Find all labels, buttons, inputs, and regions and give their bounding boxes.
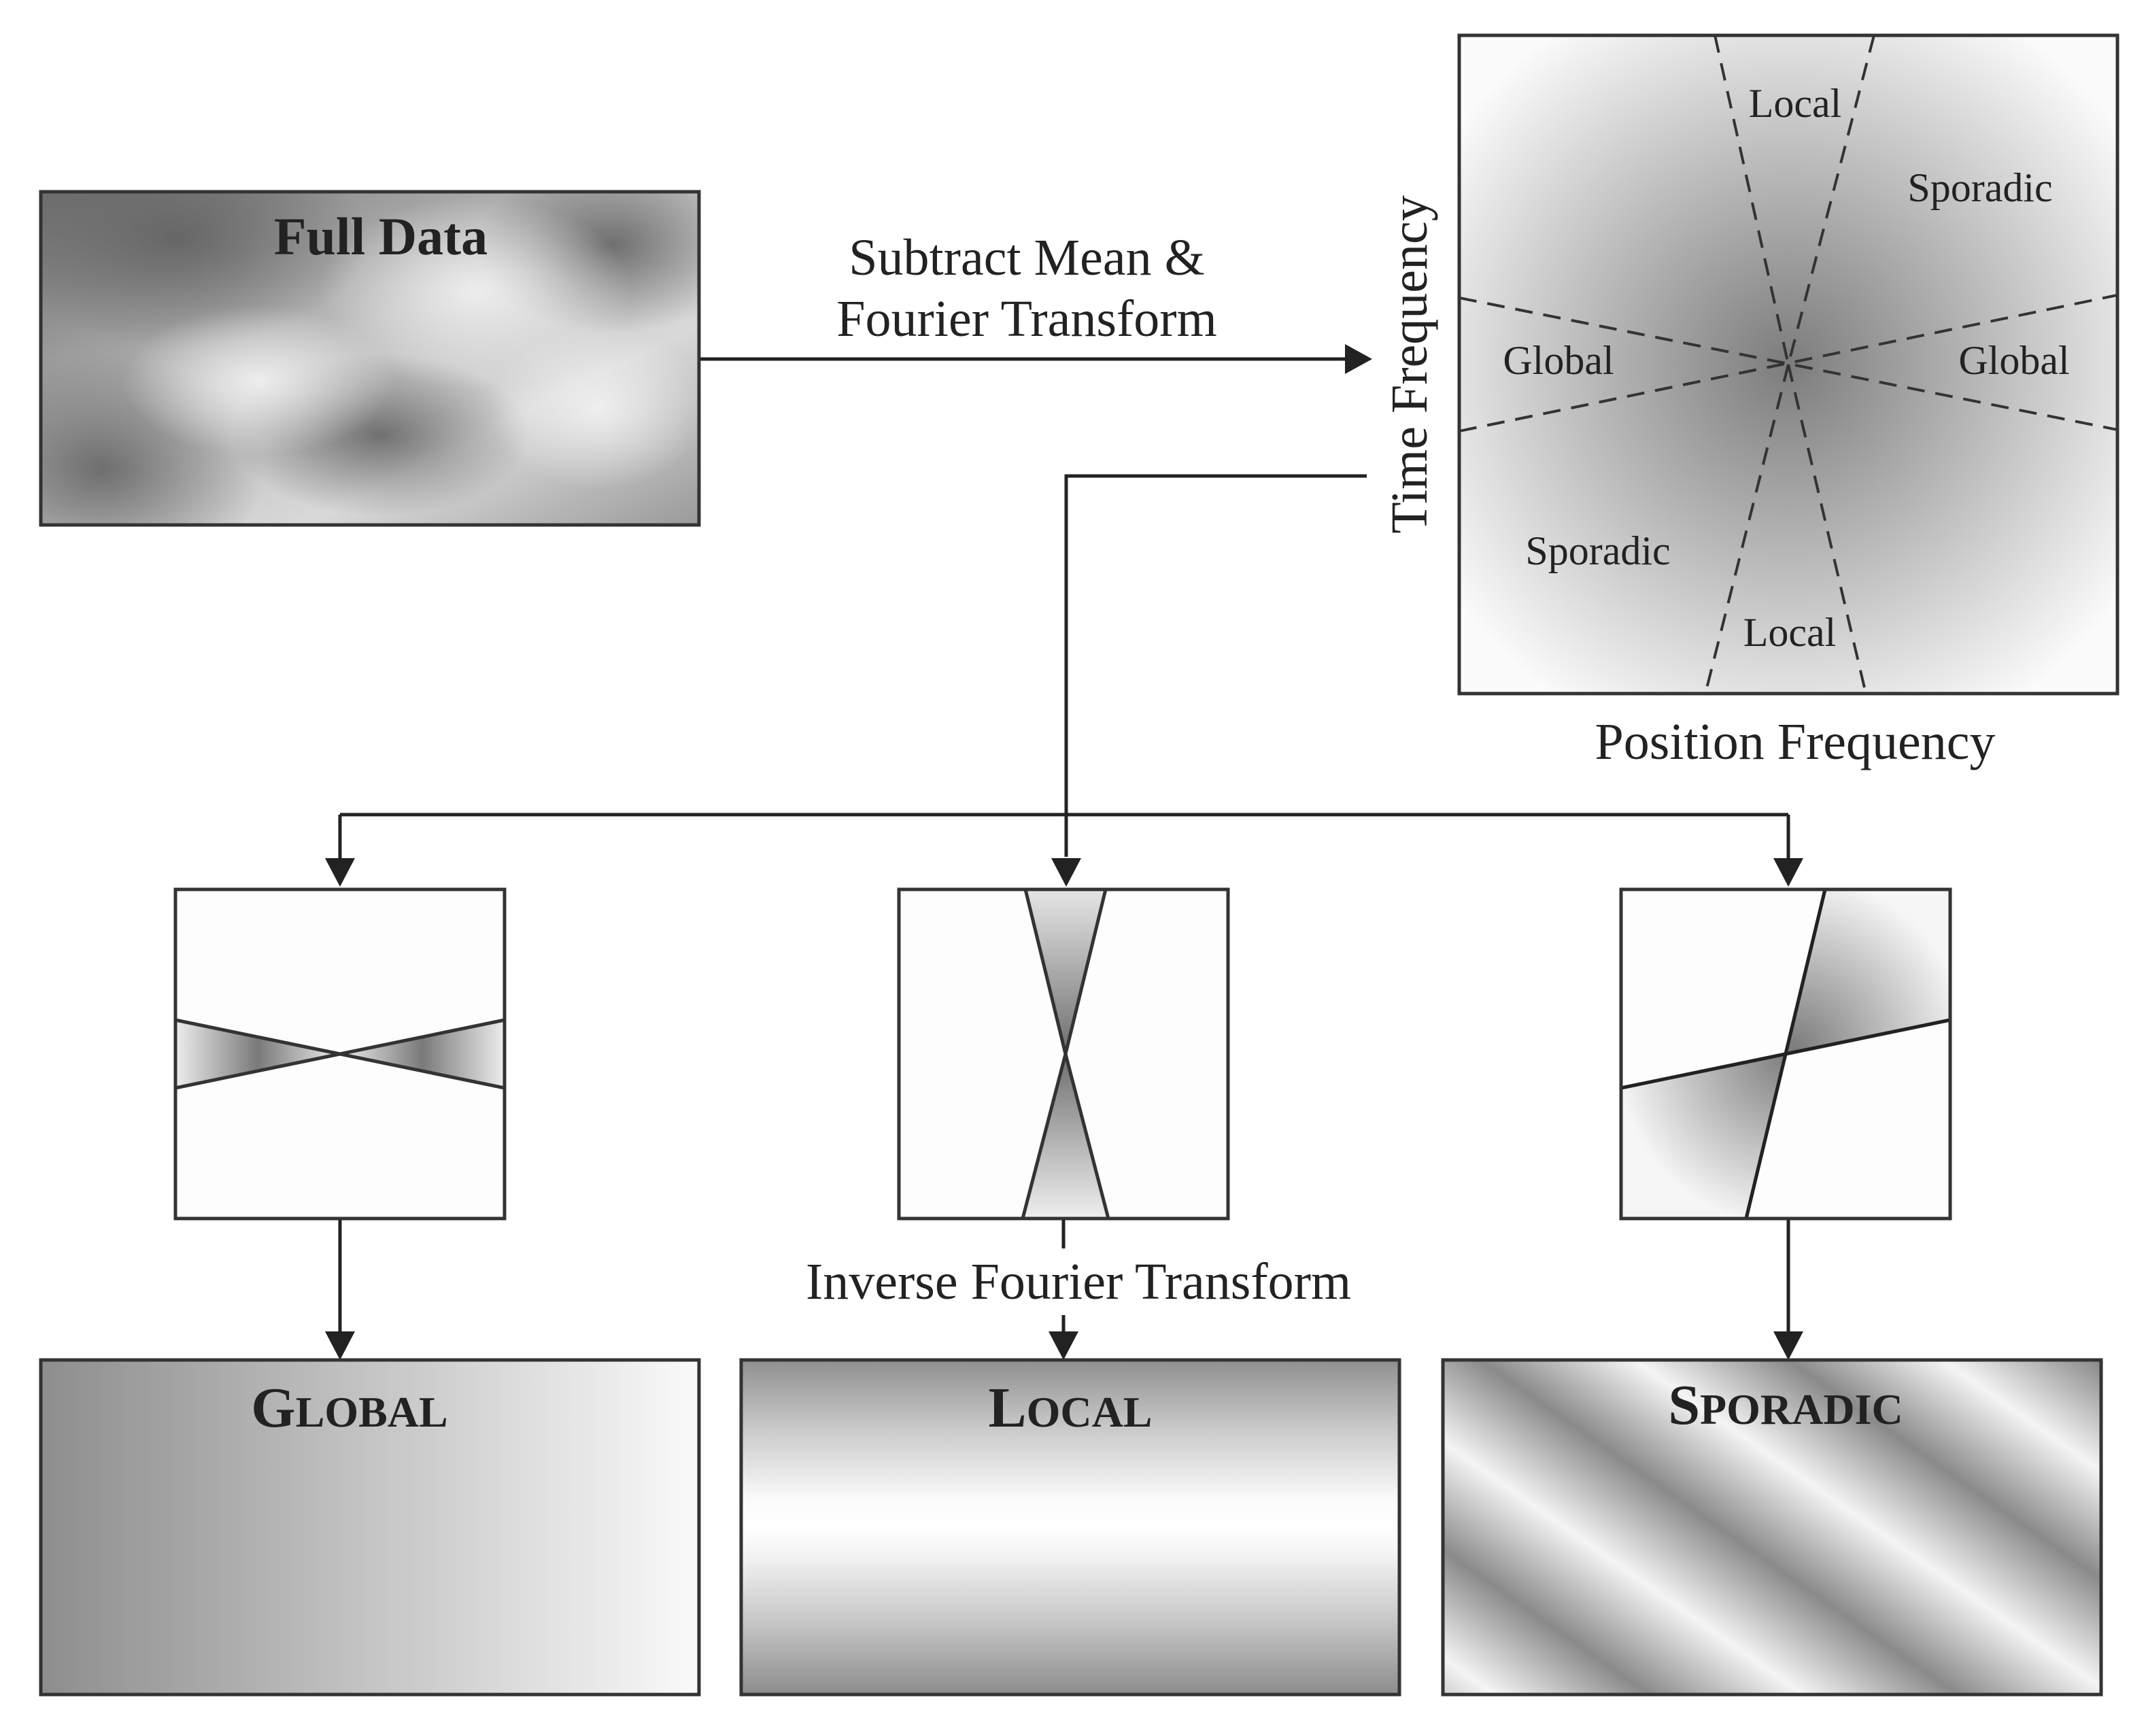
transform-arrowhead <box>1345 344 1372 374</box>
global-output-title: GLOBAL <box>251 1376 447 1440</box>
arrowhead-to-local-output <box>1049 1331 1078 1360</box>
y-axis-label: Time Frequency <box>1381 195 1438 534</box>
region-sporadic-top-right: Sporadic <box>1907 165 2052 210</box>
x-axis-label: Position Frequency <box>1595 713 1996 770</box>
region-local-bottom: Local <box>1743 610 1837 655</box>
sporadic-output-title: SPORADIC <box>1668 1374 1903 1437</box>
distribution-connectors <box>325 474 1803 887</box>
arrowhead-to-local-filter <box>1051 858 1081 887</box>
transform-label-line2: Fourier Transform <box>836 290 1216 347</box>
transform-label-line1: Subtract Mean & <box>849 229 1204 286</box>
arrowhead-to-sporadic-output <box>1773 1331 1803 1360</box>
spectrum-panel: Local Sporadic Global Global Sporadic Lo… <box>1381 33 2119 770</box>
local-filter <box>897 887 1230 1221</box>
region-local-top: Local <box>1749 81 1842 126</box>
local-output-title: LOCAL <box>989 1376 1153 1440</box>
arrowhead-to-global-filter <box>325 858 355 887</box>
region-global-left: Global <box>1503 338 1614 383</box>
arrowhead-to-sporadic-filter <box>1773 858 1803 887</box>
divider-global-upper <box>1459 296 2117 431</box>
inverse-transform-label: Inverse Fourier Transform <box>806 1253 1351 1310</box>
local-output-panel: LOCAL <box>739 1358 1401 1697</box>
transform-step: Subtract Mean & Fourier Transform <box>700 229 1372 374</box>
arrowhead-to-global-output <box>325 1331 355 1360</box>
full-data-title: Full Data <box>274 207 488 266</box>
full-data-panel: Full Data <box>39 190 701 527</box>
divider-global-lower <box>1459 294 2117 432</box>
region-global-right: Global <box>1958 338 2069 383</box>
inverse-step: Inverse Fourier Transform <box>325 1220 1803 1360</box>
global-output-panel: GLOBAL <box>39 1358 701 1697</box>
sporadic-output-panel: SPORADIC <box>1441 1358 2103 1697</box>
sporadic-filter <box>1619 887 1952 1221</box>
region-sporadic-bottom-left: Sporadic <box>1525 528 1670 573</box>
global-filter <box>173 887 507 1221</box>
